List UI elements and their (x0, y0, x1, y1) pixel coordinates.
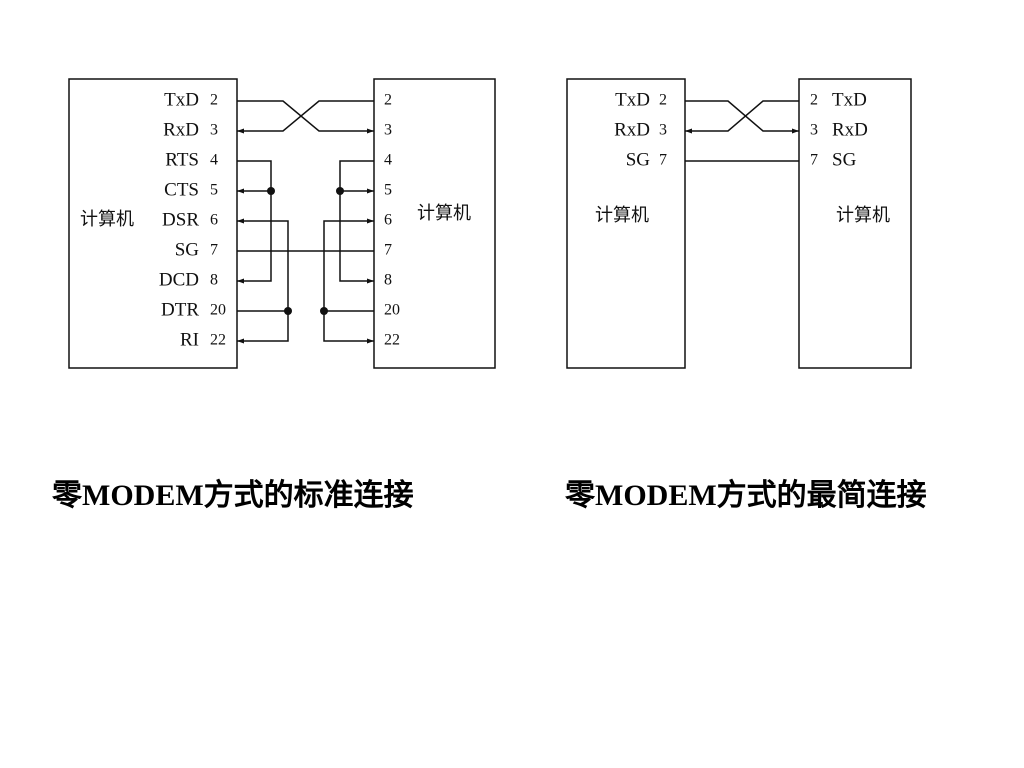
simplest-rxd-to-txd-wire (685, 100, 799, 134)
simplest-right-signal-txd: TxD (832, 89, 867, 110)
simplest-left-computer-label: 计算机 (595, 205, 649, 225)
simplest-left-pin: 7 (659, 152, 667, 169)
left-pin-number: 6 (210, 212, 218, 229)
simplest-connection-diagram (566, 78, 912, 369)
signal-label-sg: SG (175, 239, 200, 260)
junction-dot (320, 307, 328, 315)
simplest-right-signal-rxd: RxD (832, 119, 868, 140)
standard-right-ri-tap (323, 311, 374, 344)
simplest-right-computer-label: 计算机 (836, 205, 890, 225)
left-pin-number: 4 (210, 152, 218, 169)
standard-connection-diagram (68, 78, 496, 369)
simplest-right-computer-box (798, 78, 912, 369)
junction-dot (336, 187, 344, 195)
right-pin-number: 22 (384, 332, 400, 349)
right-pin-number: 8 (384, 272, 392, 289)
left-pin-number: 8 (210, 272, 218, 289)
standard-labels: 计算机 计算机 TxD RxD RTS CTS DSR SG DCD DTR R… (80, 89, 471, 350)
simplest-right-pin: 7 (810, 152, 818, 169)
right-pin-number: 20 (384, 302, 400, 319)
simplest-left-pin: 2 (659, 92, 667, 109)
left-pin-number: 7 (210, 242, 218, 259)
simplest-right-pin: 3 (810, 122, 818, 139)
standard-connection-caption: 零MODEM方式的标准连接 (52, 479, 414, 512)
right-pin-number: 2 (384, 92, 392, 109)
right-pin-number: 4 (384, 152, 392, 169)
signal-label-rxd: RxD (163, 119, 199, 140)
standard-junction-dots (267, 187, 344, 315)
signal-label-dsr: DSR (162, 209, 199, 230)
left-pin-number: 3 (210, 122, 218, 139)
simplest-right-pin: 2 (810, 92, 818, 109)
simplest-left-pin: 3 (659, 122, 667, 139)
left-pin-number: 2 (210, 92, 218, 109)
null-modem-diagrams: 计算机 计算机 TxD RxD RTS CTS DSR SG DCD DTR R… (68, 78, 912, 369)
standard-left-ri-tap (237, 311, 289, 344)
signal-label-rts: RTS (165, 149, 199, 170)
left-pin-number: 22 (210, 332, 226, 349)
signal-label-dcd: DCD (159, 269, 199, 290)
standard-rxd-to-txd-wire (237, 100, 374, 134)
signal-label-cts: CTS (164, 179, 199, 200)
signal-label-dtr: DTR (161, 299, 199, 320)
standard-right-computer-box (373, 78, 496, 369)
standard-txd-to-rxd-wire (237, 100, 374, 134)
junction-dot (267, 187, 275, 195)
simplest-txd-to-rxd-wire (685, 100, 799, 134)
left-pin-number: 20 (210, 302, 226, 319)
junction-dot (284, 307, 292, 315)
standard-left-computer-box (68, 78, 238, 369)
simplest-left-signal-txd: TxD (615, 89, 650, 110)
standard-left-computer-label: 计算机 (80, 209, 134, 229)
simplest-left-signal-sg: SG (626, 149, 651, 170)
right-pin-number: 7 (384, 242, 392, 259)
simplest-labels: 计算机 计算机 TxD RxD SG 2 3 7 2 3 7 TxD RxD S… (595, 89, 890, 225)
signal-label-txd: TxD (164, 89, 199, 110)
simplest-right-signal-sg: SG (832, 149, 857, 170)
standard-right-computer-label: 计算机 (417, 203, 471, 223)
simplest-left-computer-box (566, 78, 686, 369)
standard-right-dtr-dsr-loop (323, 218, 374, 312)
right-pin-number: 3 (384, 122, 392, 139)
left-pin-number: 5 (210, 182, 218, 199)
standard-left-dtr-dsr-loop (237, 218, 289, 312)
simplest-connection-caption: 零MODEM方式的最简连接 (565, 479, 927, 512)
signal-label-ri: RI (180, 329, 199, 350)
simplest-left-signal-rxd: RxD (614, 119, 650, 140)
right-pin-number: 6 (384, 212, 392, 229)
right-pin-number: 5 (384, 182, 392, 199)
